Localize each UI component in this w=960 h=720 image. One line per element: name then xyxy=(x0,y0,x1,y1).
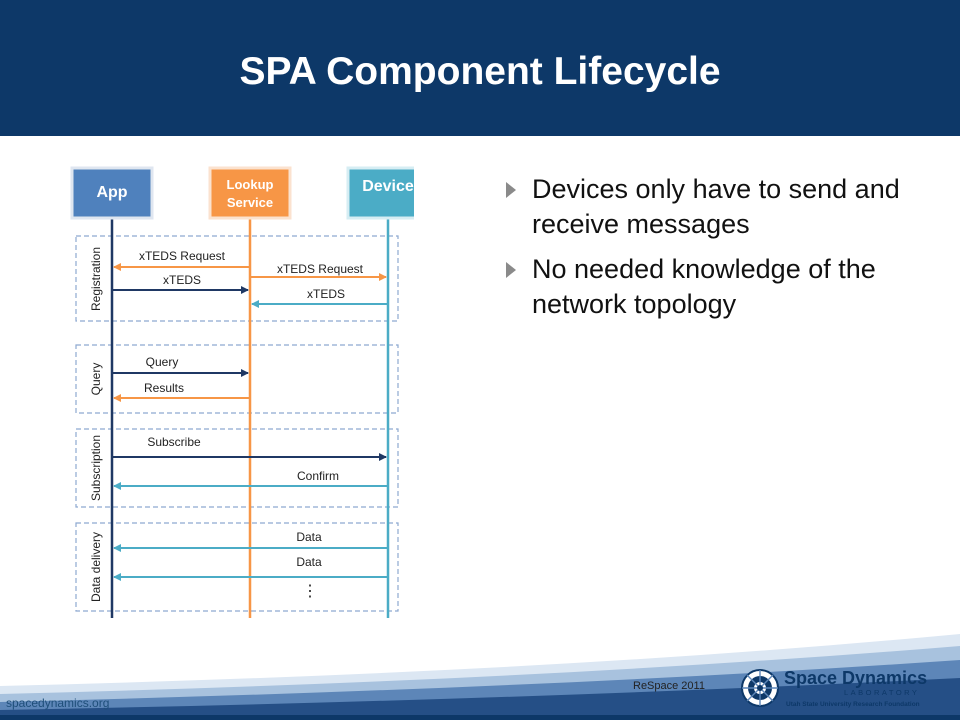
lane-app: App xyxy=(70,166,154,220)
phase-label: Subscription xyxy=(89,435,103,501)
footer-event: ReSpace 2011 xyxy=(633,680,705,692)
svg-text:xTEDS Request: xTEDS Request xyxy=(139,249,226,263)
phase-box-registration: Registration xyxy=(75,235,399,322)
bullet-text: Devices only have to send and receive me… xyxy=(532,174,900,239)
logo-sub: LABORATORY xyxy=(844,688,919,697)
message-xteds-to-lookup: xTEDS xyxy=(112,273,249,294)
svg-text:xTEDS Request: xTEDS Request xyxy=(277,262,364,276)
continuation-ellipsis: ⋮ xyxy=(302,583,318,600)
lane-lookup-service: Lookup Service xyxy=(208,166,292,220)
lane-device: Device xyxy=(346,166,414,220)
svg-text:Confirm: Confirm xyxy=(297,469,339,483)
bullet-text: No needed knowledge of the network topol… xyxy=(532,254,876,319)
footer-swoosh xyxy=(0,634,960,720)
phase-label: Query xyxy=(89,363,103,396)
message-data-2: Data xyxy=(113,555,388,581)
message-query: Query xyxy=(112,355,249,377)
bullet-arrow-icon xyxy=(506,262,516,278)
title-bar: SPA Component Lifecycle xyxy=(0,0,960,136)
footer-url: spacedynamics.org xyxy=(6,696,110,710)
svg-text:Results: Results xyxy=(144,381,184,395)
message-data-1: Data xyxy=(113,530,388,552)
bullet-item: No needed knowledge of the network topol… xyxy=(502,252,922,322)
svg-text:Data: Data xyxy=(296,530,322,544)
message-xteds-request-app: xTEDS Request xyxy=(113,249,250,271)
lane-lookup-label-line2: Service xyxy=(227,195,273,210)
slide-title: SPA Component Lifecycle xyxy=(239,50,721,93)
lane-app-label: App xyxy=(96,184,127,201)
lane-device-label: Device xyxy=(362,178,414,195)
message-confirm: Confirm xyxy=(113,469,388,490)
message-xteds-request-device: xTEDS Request xyxy=(250,262,387,281)
phase-label: Registration xyxy=(89,247,103,311)
svg-text:Data: Data xyxy=(296,555,322,569)
logo-tagline: Utah State University Research Foundatio… xyxy=(786,701,920,708)
svg-text:Subscribe: Subscribe xyxy=(147,435,201,449)
svg-text:Query: Query xyxy=(146,355,179,369)
svg-text:xTEDS: xTEDS xyxy=(307,287,345,301)
message-xteds-from-device: xTEDS xyxy=(251,287,388,308)
phase-box-query: Query xyxy=(75,344,399,414)
bullet-arrow-icon xyxy=(506,182,516,198)
logo-name: Space Dynamics xyxy=(784,668,927,688)
svg-text:xTEDS: xTEDS xyxy=(163,273,201,287)
bullet-item: Devices only have to send and receive me… xyxy=(502,172,922,242)
phase-label: Data delivery xyxy=(89,532,103,602)
phase-box-data-delivery: Data delivery xyxy=(75,522,399,612)
sequence-diagram: Registration Query Subscription Data del… xyxy=(70,166,414,618)
bullet-list: Devices only have to send and receive me… xyxy=(502,172,922,332)
phase-box-subscription: Subscription xyxy=(75,428,399,508)
message-subscribe: Subscribe xyxy=(112,435,387,461)
message-results: Results xyxy=(113,381,250,402)
space-dynamics-logo: Space Dynamics LABORATORY Utah State Uni… xyxy=(741,668,927,708)
lane-lookup-label-line1: Lookup xyxy=(227,177,274,192)
